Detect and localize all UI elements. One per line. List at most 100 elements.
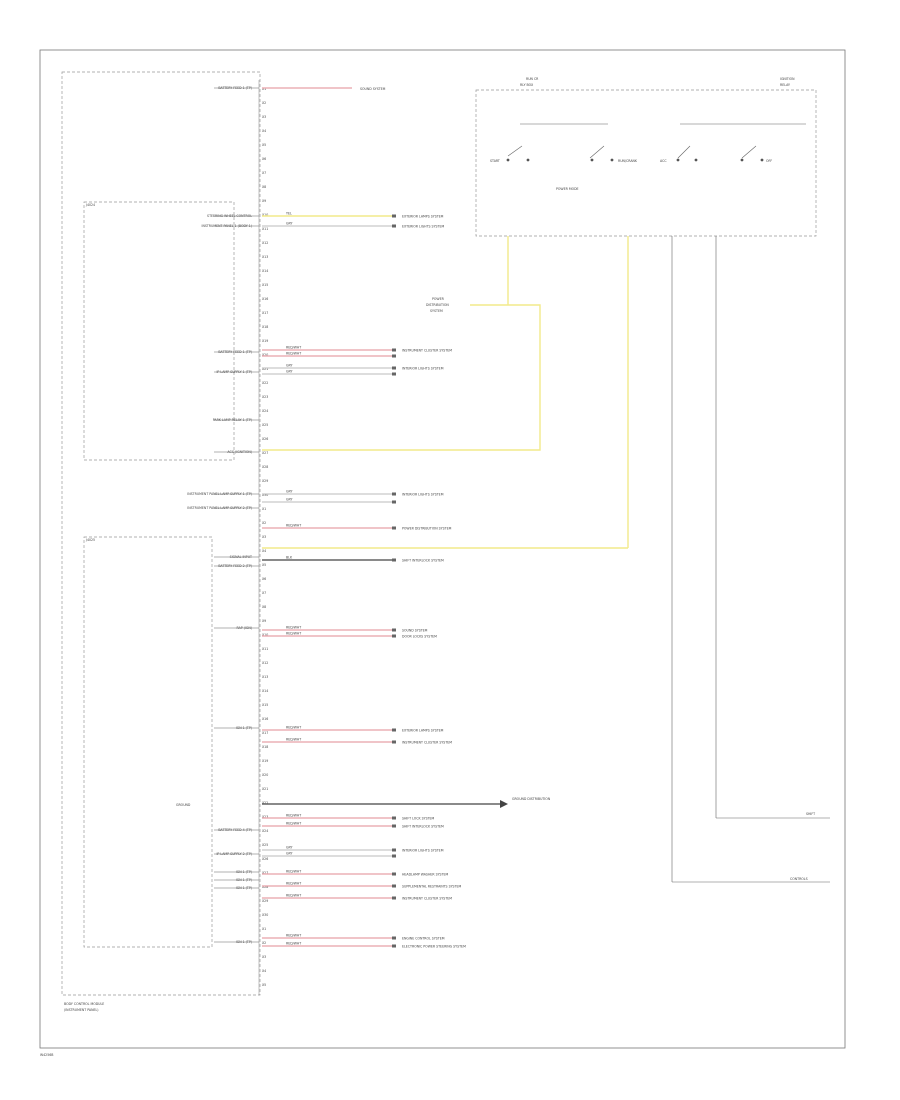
- wire-terminal: [392, 628, 396, 632]
- wire-terminal: [392, 354, 396, 358]
- wire-code: RED/WHT: [286, 632, 301, 636]
- ignition-label-3: IGNITION: [780, 77, 795, 81]
- wire-terminal: [392, 214, 396, 218]
- wire-code: GRY: [286, 370, 292, 374]
- ignition-switch-box: [475, 89, 817, 237]
- box-b-label: J4025: [85, 538, 95, 542]
- wire-code: GRY: [286, 498, 292, 502]
- pin-label: X2: [262, 101, 266, 105]
- wire-code: GRY: [286, 490, 292, 494]
- wire-code: RED/WHT: [286, 822, 301, 826]
- engine-dist-2: DISTRIBUTION: [426, 303, 449, 307]
- ignition-label-2: RLY BOX: [520, 83, 534, 87]
- wire-terminal: [392, 500, 396, 504]
- ignition-label-1: RUN CR: [526, 77, 539, 81]
- wire-code: GRY: [286, 364, 292, 368]
- right-exit-label-2: CONTROLS: [790, 877, 808, 881]
- wire-code: GRY: [286, 222, 292, 226]
- pin-label: X30: [262, 493, 268, 497]
- pin-label: X1: [262, 87, 266, 91]
- sub-box-a: [83, 201, 235, 461]
- pin-label: X30: [262, 913, 268, 917]
- ground-label: GROUND: [176, 803, 191, 807]
- pin-label: X26: [262, 857, 268, 861]
- pin-label: X20: [262, 353, 268, 357]
- pin-label: X28: [262, 885, 268, 889]
- pin-label: X11: [262, 227, 268, 231]
- connector-pins: X1X2X3X4X5X6X7X8X9X10X11X12X13X14X15X16X…: [262, 87, 268, 987]
- pin-label: X29: [262, 899, 268, 903]
- contact-5: [676, 158, 680, 162]
- module-outline: [61, 71, 261, 996]
- system-label: HEADLAMP WASHER SYSTEM: [402, 873, 449, 877]
- pin-label: X19: [262, 759, 268, 763]
- wire-terminal: [392, 558, 396, 562]
- pin-label: X29: [262, 479, 268, 483]
- box-a-label: J4024: [85, 203, 95, 207]
- ignition-label-4: RELAY: [780, 83, 790, 87]
- module-name-2: (INSTRUMENT PANEL): [64, 1008, 99, 1012]
- sig-run: RUN/CRANK: [618, 159, 638, 163]
- pin-label: X22: [262, 801, 268, 805]
- pin-label: X16: [262, 717, 268, 721]
- wire-code: YEL: [286, 212, 292, 216]
- wire-code: RED/WHT: [286, 726, 301, 730]
- pin-label: X17: [262, 311, 268, 315]
- pin-label: X6: [262, 577, 266, 581]
- wire-code: RED/WHT: [286, 882, 301, 886]
- sub-box-b: [83, 536, 213, 948]
- pin-label: X18: [262, 325, 268, 329]
- pin-label: X19: [262, 339, 268, 343]
- system-label: ENGINE CONTROL SYSTEM: [402, 937, 445, 941]
- pin-label: X12: [262, 661, 268, 665]
- pin-label: X18: [262, 745, 268, 749]
- ground-arrow: [500, 800, 508, 808]
- system-label: SHIFT INTERLOCK SYSTEM: [402, 559, 444, 563]
- contact-8: [760, 158, 764, 162]
- pin-label: X25: [262, 423, 268, 427]
- wire-terminal: [392, 824, 396, 828]
- wire-terminal: [392, 944, 396, 948]
- wire-code: RED/WHT: [286, 352, 301, 356]
- pin-label: X2: [262, 941, 266, 945]
- wire-terminal: [392, 816, 396, 820]
- wire-code: RED/WHT: [286, 346, 301, 350]
- system-label: EXTERIOR LAMPS SYSTEM: [402, 729, 444, 733]
- system-label: DOOR LOCKS SYSTEM: [402, 635, 437, 639]
- wire-terminal: [392, 634, 396, 638]
- wire-code: RED/WHT: [286, 524, 301, 528]
- pin-label: X5: [262, 983, 266, 987]
- wire-code: RED/WHT: [286, 870, 301, 874]
- power-mode-label: POWER MODE: [556, 187, 579, 191]
- contact-7: [740, 158, 744, 162]
- pin-label: X14: [262, 689, 268, 693]
- wire-code: GRY: [286, 852, 292, 856]
- system-label: EXTERIOR LAMPS SYSTEM: [402, 215, 444, 219]
- wire-terminal: [392, 936, 396, 940]
- switch-4: [741, 145, 757, 159]
- wire-terminal: [392, 728, 396, 732]
- engine-dist-3: SYSTEM: [430, 309, 443, 313]
- pin-label: X25: [262, 843, 268, 847]
- pin-label: X10: [262, 633, 268, 637]
- pin-label: X1: [262, 507, 266, 511]
- system-label: EXTERIOR LIGHTS SYSTEM: [402, 225, 445, 229]
- wire-code: RED/WHT: [286, 894, 301, 898]
- switch-3: [677, 145, 691, 159]
- engine-dist-1: POWER: [432, 297, 445, 301]
- pin-label: X5: [262, 563, 266, 567]
- pin-label: X15: [262, 703, 268, 707]
- sig-acc: ACC: [660, 159, 667, 163]
- wire-code: RED/WHT: [286, 942, 301, 946]
- pin-label: X9: [262, 199, 266, 203]
- pin-label: X27: [262, 451, 268, 455]
- wire-terminal: [392, 348, 396, 352]
- wire-terminal: [392, 854, 396, 858]
- wire-terminal: [392, 848, 396, 852]
- wire-code: RED/WHT: [286, 738, 301, 742]
- pin-label: X4: [262, 969, 266, 973]
- system-label: POWER DISTRIBUTION SYSTEM: [402, 527, 452, 531]
- wire-terminal: [392, 492, 396, 496]
- pin-label: X28: [262, 465, 268, 469]
